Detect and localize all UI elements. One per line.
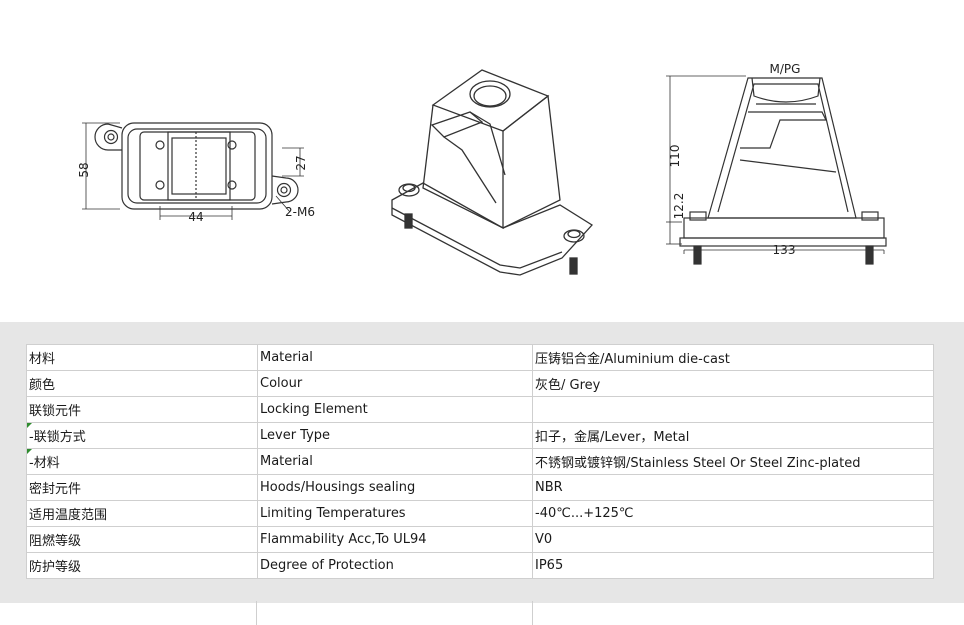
spec-value: 压铸铝合金/Aluminium die-cast <box>532 344 934 371</box>
spec-label-cn: 密封元件 <box>26 474 258 501</box>
dim-height-110: 110 <box>668 145 682 168</box>
spec-label-en: Colour <box>257 370 533 397</box>
spec-value: V0 <box>532 526 934 553</box>
spec-label-cn: 颜色 <box>26 370 258 397</box>
spec-value: 灰色/ Grey <box>532 370 934 397</box>
spec-label-en: Locking Element <box>257 396 533 423</box>
spec-label-cn: 联锁元件 <box>26 396 258 423</box>
spec-label-en: Material <box>257 344 533 371</box>
spec-label-cn: -材料 <box>26 448 258 475</box>
spec-value: -40℃...+125℃ <box>532 500 934 527</box>
side-view-dimensions <box>666 75 885 254</box>
spec-label-en: Limiting Temperatures <box>257 500 533 527</box>
dim-height-58: 58 <box>77 162 91 177</box>
technical-drawings: 58 27 44 2-M6 <box>77 62 887 276</box>
spec-label-cn: 防护等级 <box>26 552 258 579</box>
hole-label: 2-M6 <box>285 205 315 219</box>
dim-width-44: 44 <box>188 210 203 224</box>
spec-value <box>532 396 934 423</box>
spec-label-en: Lever Type <box>257 422 533 449</box>
side-view-drawing <box>679 77 887 265</box>
dim-offset-27: 27 <box>294 155 308 170</box>
spec-label-cn: 阻燃等级 <box>26 526 258 553</box>
table-divider <box>256 601 257 625</box>
spec-label-en: Flammability Acc,To UL94 <box>257 526 533 553</box>
top-view-dimensions <box>82 122 304 220</box>
dim-width-133: 133 <box>773 243 796 257</box>
dim-base-12-2: 12.2 <box>672 193 686 220</box>
thread-label: M/PG <box>770 62 801 76</box>
technical-drawing-area: 58 27 44 2-M6 <box>77 62 887 276</box>
spec-label-en: Hoods/Housings sealing <box>257 474 533 501</box>
spec-label-cn: 适用温度范围 <box>26 500 258 527</box>
spec-value: NBR <box>532 474 934 501</box>
isometric-view-drawing <box>391 69 594 276</box>
spec-label-en: Degree of Protection <box>257 552 533 579</box>
spec-value: 不锈钢或镀锌钢/Stainless Steel Or Steel Zinc-pl… <box>532 448 934 475</box>
spec-label-en: Material <box>257 448 533 475</box>
spec-label-cn: 材料 <box>26 344 258 371</box>
spec-label-cn: -联锁方式 <box>26 422 258 449</box>
table-divider <box>532 601 533 625</box>
spec-value: IP65 <box>532 552 934 579</box>
top-view-drawing <box>94 122 299 210</box>
spec-value: 扣子，金属/Lever，Metal <box>532 422 934 449</box>
